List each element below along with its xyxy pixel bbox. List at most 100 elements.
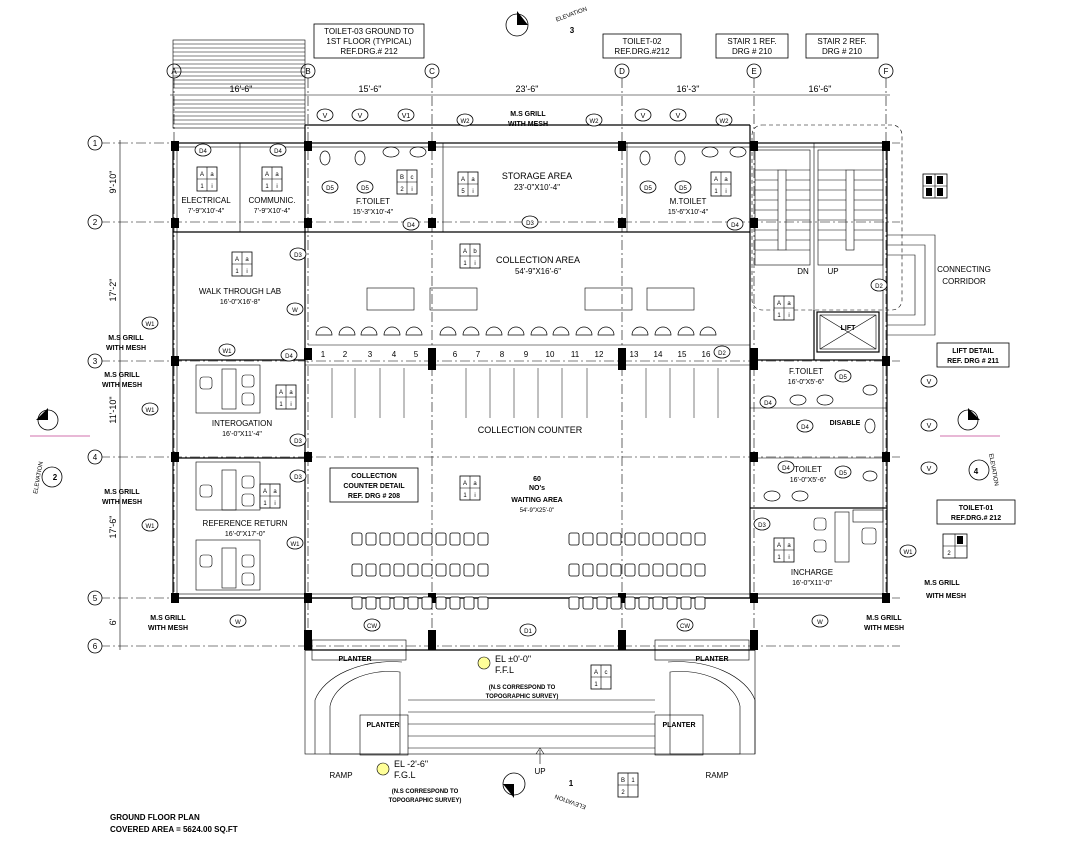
svg-text:REF. DRG # 211: REF. DRG # 211 — [947, 358, 999, 365]
svg-text:6: 6 — [453, 350, 458, 359]
svg-text:D1: D1 — [524, 629, 532, 635]
room-toilet: TOILET 16'-0"X5'-6" — [790, 465, 827, 484]
grid-2: 2 — [93, 218, 98, 227]
svg-text:a: a — [245, 257, 249, 263]
grid-d: D — [619, 67, 625, 76]
grid-bubbles-numbers: 1 2 3 4 5 6 — [87, 135, 103, 654]
grill-note-right: M.S GRILL WITH MESH — [924, 580, 966, 600]
reference-furniture — [195, 461, 261, 591]
svg-text:23'-0"X10'-4": 23'-0"X10'-4" — [514, 183, 560, 192]
svg-text:TOILET-03 GROUND TO: TOILET-03 GROUND TO — [324, 27, 414, 36]
svg-text:A: A — [279, 390, 283, 396]
svg-text:COUNTER DETAIL: COUNTER DETAIL — [343, 483, 405, 490]
svg-text:WALK THROUGH LAB: WALK THROUGH LAB — [199, 287, 281, 296]
svg-text:W: W — [817, 620, 823, 626]
svg-text:16'-0"X5'-6": 16'-0"X5'-6" — [790, 477, 827, 484]
grill-note-bottom-left: M.S GRILL WITH MESH — [148, 615, 188, 632]
svg-text:16'-0"X17'-0": 16'-0"X17'-0" — [225, 531, 266, 538]
stair-1 — [754, 149, 811, 266]
collection-chairs — [315, 326, 717, 336]
svg-text:CW: CW — [367, 624, 377, 630]
svg-text:1: 1 — [463, 261, 467, 267]
svg-text:REF.DRG.# 212: REF.DRG.# 212 — [951, 515, 1001, 522]
ref-toilet03: TOILET-03 GROUND TO 1ST FLOOR (TYPICAL) … — [313, 23, 425, 59]
svg-text:WITH MESH: WITH MESH — [148, 625, 188, 632]
svg-text:D4: D4 — [801, 425, 809, 431]
svg-text:D5: D5 — [839, 471, 847, 477]
svg-text:LIFT DETAIL: LIFT DETAIL — [952, 348, 994, 355]
svg-text:c: c — [605, 670, 608, 676]
svg-text:1: 1 — [265, 184, 269, 190]
level-ffl: EL ±0'-0" F.F.L (N.S CORRESPOND TO TOPOG… — [477, 654, 558, 700]
svg-text:D5: D5 — [326, 186, 334, 192]
counter-numbers: 1 2 3 4 5 6 7 8 9 10 11 12 13 14 15 16 — [308, 344, 750, 359]
svg-text:M.S GRILL: M.S GRILL — [104, 372, 140, 379]
room-m-toilet: M.TOILET 15'-6"X10'-4" — [668, 197, 709, 216]
svg-text:STAIR 1 REF.: STAIR 1 REF. — [727, 37, 776, 46]
grid-a: A — [171, 67, 177, 76]
svg-text:1: 1 — [463, 493, 467, 499]
svg-text:D4: D4 — [731, 223, 739, 229]
elevation-marker-left: 2 ELEVATION — [33, 408, 63, 494]
svg-text:M.TOILET: M.TOILET — [670, 197, 707, 206]
svg-text:REF. DRG # 208: REF. DRG # 208 — [348, 493, 400, 500]
svg-text:ELEVATION: ELEVATION — [554, 793, 587, 810]
svg-text:a: a — [289, 390, 293, 396]
svg-text:a: a — [787, 301, 791, 307]
svg-text:W1: W1 — [146, 524, 156, 530]
svg-text:16'-0"X16'-8": 16'-0"X16'-8" — [220, 299, 261, 306]
elevation-marker-right: 4 ELEVATION — [957, 408, 999, 486]
svg-text:2: 2 — [621, 790, 625, 796]
svg-text:V: V — [641, 113, 646, 120]
grill-note-left-1: M.S GRILL WITH MESH — [106, 335, 146, 352]
grid-f: F — [884, 67, 889, 76]
svg-text:W2: W2 — [461, 119, 471, 125]
svg-text:A: A — [777, 301, 781, 307]
grid-3: 3 — [93, 357, 98, 366]
svg-text:1ST FLOOR (TYPICAL): 1ST FLOOR (TYPICAL) — [326, 37, 412, 46]
grid-6: 6 — [93, 642, 98, 651]
svg-text:D5: D5 — [644, 186, 652, 192]
svg-text:DRG # 210: DRG # 210 — [822, 47, 863, 56]
svg-text:D4: D4 — [199, 149, 207, 155]
svg-text:W1: W1 — [904, 550, 914, 556]
svg-text:A: A — [463, 481, 467, 487]
svg-text:COLLECTION: COLLECTION — [351, 473, 397, 480]
svg-text:D3: D3 — [294, 439, 302, 445]
svg-text:D5: D5 — [679, 186, 687, 192]
svg-text:A: A — [200, 172, 204, 178]
svg-text:(N.S CORRESPOND TO: (N.S CORRESPOND TO — [392, 789, 459, 795]
svg-text:i: i — [274, 501, 275, 507]
svg-text:D5: D5 — [361, 186, 369, 192]
svg-text:A: A — [594, 670, 598, 676]
svg-text:a: a — [275, 172, 279, 178]
counter-partitions — [331, 368, 719, 418]
connecting-corridor-label: CONNECTING CORRIDOR — [937, 265, 991, 286]
svg-text:13: 13 — [630, 350, 639, 359]
dimension-top: 16'-6" 15'-6" 23'-6" 16'-3" 16'-6" — [170, 84, 890, 96]
svg-text:a: a — [787, 543, 791, 549]
svg-text:V1: V1 — [402, 113, 411, 120]
room-interogation: INTEROGATION 16'-0"X11'-4" — [212, 419, 273, 438]
svg-text:REF.DRG.# 212: REF.DRG.# 212 — [340, 47, 398, 56]
svg-text:54'-9"X25'-0": 54'-9"X25'-0" — [520, 508, 555, 514]
svg-text:16'-0"X5'-6": 16'-0"X5'-6" — [788, 379, 825, 386]
svg-text:D3: D3 — [758, 523, 766, 529]
svg-text:c: c — [411, 175, 414, 181]
svg-text:W: W — [292, 308, 298, 314]
svg-text:14: 14 — [654, 350, 663, 359]
elevation-marker-top: 3 ELEVATION — [505, 7, 588, 37]
svg-text:2: 2 — [53, 473, 58, 482]
room-storage: STORAGE AREA 23'-0"X10'-4" — [502, 171, 572, 192]
svg-text:1: 1 — [200, 184, 204, 190]
svg-text:M.S GRILL: M.S GRILL — [866, 615, 902, 622]
svg-text:15: 15 — [678, 350, 687, 359]
ref-stair2: STAIR 2 REF. DRG # 210 — [805, 33, 879, 59]
svg-text:b: b — [473, 249, 477, 255]
stair-up-label: UP — [827, 267, 838, 276]
svg-text:1: 1 — [569, 779, 574, 788]
svg-text:1: 1 — [631, 778, 635, 784]
dim-12: 9'-10" — [108, 171, 118, 194]
grill-note-top: M.S GRILL WITH MESH — [508, 111, 548, 128]
svg-text:2: 2 — [947, 551, 951, 557]
